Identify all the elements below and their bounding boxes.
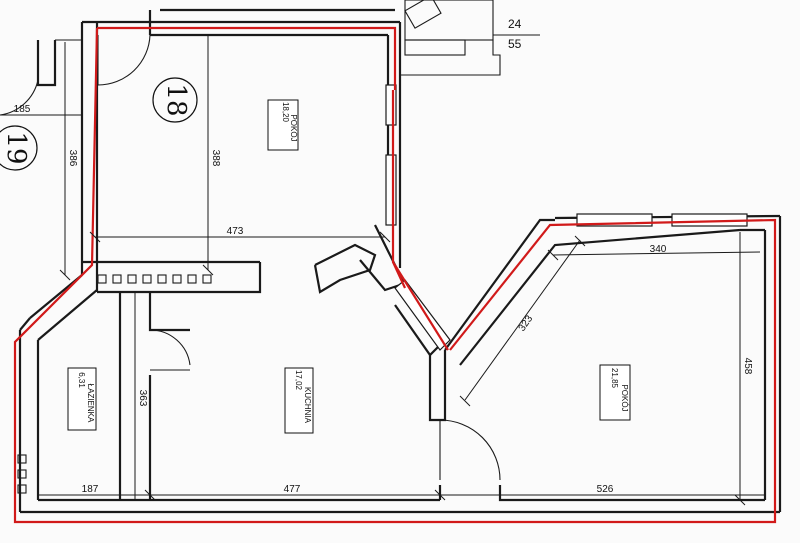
bathroom-area: 6,31 (77, 372, 86, 388)
dim-473: 473 (227, 226, 244, 237)
dim-187: 187 (82, 484, 99, 495)
dim-458: 458 (742, 358, 753, 375)
dim-363: 363 (137, 390, 148, 407)
dim-340: 340 (650, 244, 667, 255)
room-18-circle (152, 77, 198, 123)
room-19-number: 19 (1, 131, 31, 164)
red-outline (13, 26, 777, 524)
room-right-name: POKÓJ (620, 384, 629, 411)
dimension-lines (0, 34, 765, 506)
dim-55: 55 (508, 37, 522, 51)
vent-squares (97, 274, 212, 284)
dim-185: 185 (14, 104, 31, 115)
room-label-top: 18,20 POKÓJ (267, 99, 299, 151)
bathroom-name: ŁAZIENKA (86, 384, 95, 423)
room-top-area: 18,20 (281, 102, 290, 123)
window-top-2 (385, 154, 397, 226)
walls (17, 0, 782, 514)
dim-24: 24 (508, 17, 522, 31)
room-right-area: 21,85 (610, 368, 619, 389)
room-label-kitchen: 17,02 KUCHNIA (284, 367, 314, 434)
kitchen-name: KUCHNIA (303, 387, 312, 424)
dim-477: 477 (284, 484, 301, 495)
room-label-right: 21,85 POKÓJ (599, 364, 631, 421)
room-18-number: 18 (161, 83, 191, 116)
dim-386: 386 (67, 150, 78, 167)
dim-388: 388 (210, 150, 221, 167)
room-top-name: POKÓJ (289, 114, 298, 141)
dim-323: 323 (517, 313, 536, 333)
dim-526: 526 (597, 484, 614, 495)
doors (0, 34, 501, 481)
room-label-bathroom: 6,31 ŁAZIENKA (67, 367, 97, 431)
window-top-1 (385, 84, 397, 126)
kitchen-area: 17,02 (294, 370, 303, 391)
room-19-circle (0, 125, 38, 171)
